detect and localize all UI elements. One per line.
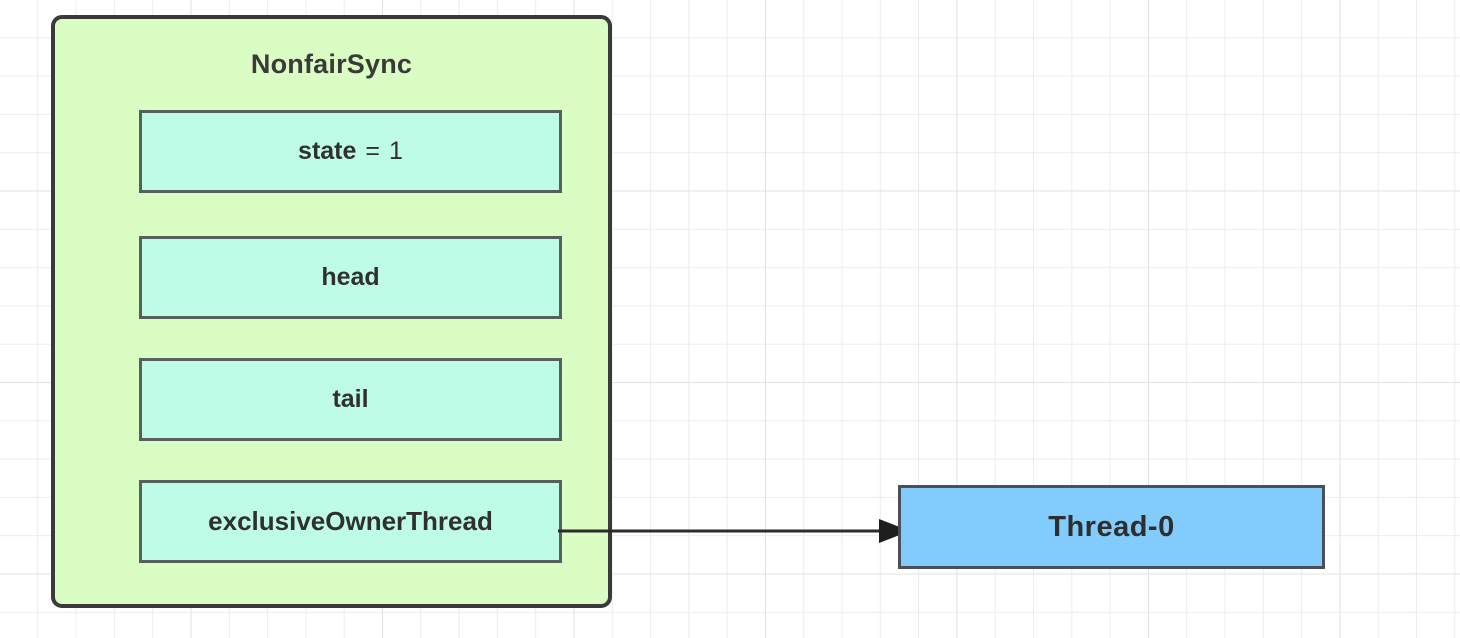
field-exclusive-owner-thread[interactable]: exclusiveOwnerThread xyxy=(139,480,562,563)
field-state-name: state xyxy=(298,137,357,165)
thread-node[interactable]: Thread-0 xyxy=(898,485,1325,569)
field-state-value: 1 xyxy=(389,137,403,165)
field-head[interactable]: head xyxy=(139,236,562,319)
nonfairsync-container[interactable]: NonfairSync state = 1 head tail exclusiv… xyxy=(51,15,612,608)
field-tail[interactable]: tail xyxy=(139,358,562,441)
thread-node-label: Thread-0 xyxy=(1048,510,1175,543)
field-tail-label: tail xyxy=(332,385,369,413)
field-head-label: head xyxy=(321,263,380,291)
field-exclusive-owner-thread-label: exclusiveOwnerThread xyxy=(208,506,493,536)
nonfairsync-title: NonfairSync xyxy=(250,49,413,79)
field-state[interactable]: state = 1 xyxy=(139,110,562,193)
field-state-separator: = xyxy=(365,137,381,165)
